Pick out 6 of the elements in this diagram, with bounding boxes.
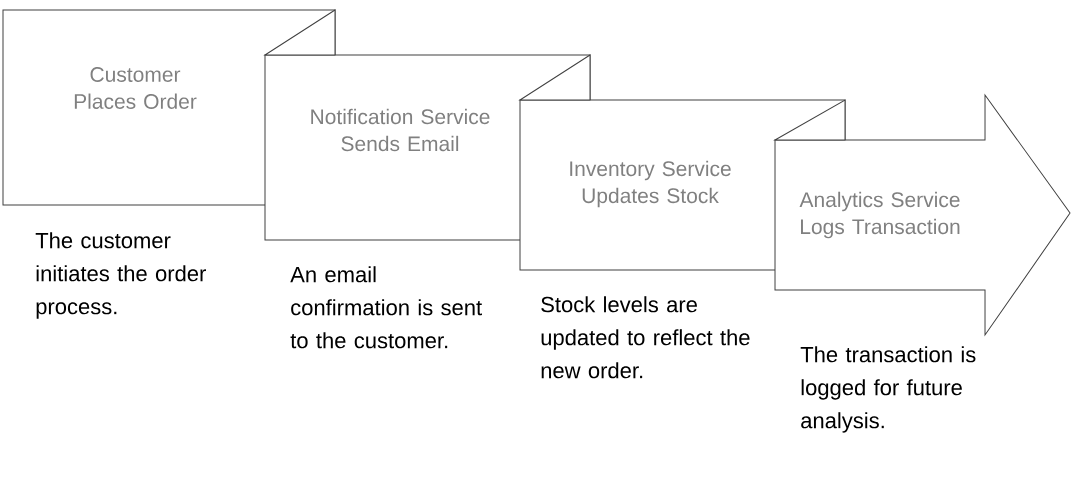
description-text: The transaction is logged for future analysis. bbox=[800, 346, 976, 433]
description-text: Stock levels are updated to reflect the new order. bbox=[541, 296, 750, 379]
step-title: Analytics Service Logs Transaction bbox=[799, 191, 960, 239]
description-text: An email confirmation is sent to the customer. bbox=[290, 266, 482, 349]
description-text: The customer initiates the order process. bbox=[35, 232, 206, 319]
step-title: Customer Places Order bbox=[74, 67, 197, 109]
